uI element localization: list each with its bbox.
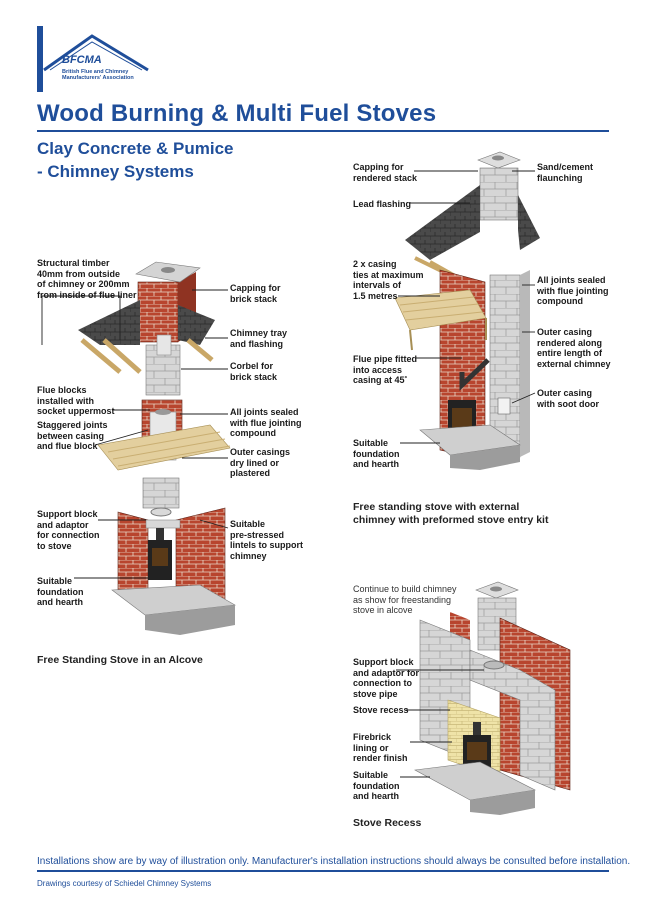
footer-credit: Drawings courtesy of Schiedel Chimney Sy… (37, 879, 212, 888)
label-flue-pipe: Flue pipe fitted into access casing at 4… (353, 354, 417, 385)
label-support-block-left: Support block and adaptor for connection… (37, 509, 100, 551)
label-stove-recess: Stove recess (353, 705, 409, 715)
label-firebrick: Firebrick lining or render finish (353, 732, 408, 763)
label-support-block-recess: Support block and adaptor for connection… (353, 657, 420, 699)
label-lintels: Suitable pre-stressed lintels to support… (230, 519, 303, 561)
title-rule (37, 130, 609, 132)
caption-external-chimney: Free standing stove with external chimne… (353, 501, 549, 526)
external-chimney-diagram (394, 151, 540, 470)
subtitle-line-2: - Chimney Systems (37, 162, 194, 181)
label-foundation-right-top: Suitable foundation and hearth (353, 438, 400, 469)
label-foundation-left: Suitable foundation and hearth (37, 576, 84, 607)
label-capping-brick-stack: Capping for brick stack (230, 283, 281, 304)
footer-note: Installations show are by way of illustr… (37, 856, 631, 867)
label-sand-cement: Sand/cement flaunching (537, 162, 594, 183)
subtitle-line-1: Clay Concrete & Pumice (37, 139, 234, 158)
logo-subline-1: British Flue and Chimney (62, 69, 129, 75)
label-staggered-joints: Staggered joints between casing and flue… (37, 420, 108, 451)
label-joints-sealed-right: All joints sealed with flue jointing com… (537, 275, 609, 306)
label-corbel: Corbel for brick stack (230, 361, 278, 382)
label-structural-timber: Structural timber 40mm from outside of c… (37, 258, 137, 300)
label-soot-door: Outer casing with soot door (537, 388, 599, 409)
label-foundation-recess: Suitable foundation and hearth (353, 770, 400, 801)
label-continue-chimney: Continue to build chimney as show for fr… (353, 584, 457, 615)
caption-alcove: Free Standing Stove in an Alcove (37, 654, 203, 666)
label-casing-ties: 2 x casing ties at maximum intervals of … (353, 259, 424, 301)
label-lead-flashing: Lead flashing (353, 199, 412, 209)
footer-rule (37, 870, 609, 872)
logo-subline-2: Manufacturers' Association (62, 75, 134, 81)
label-chimney-tray: Chimney tray and flashing (230, 328, 288, 349)
label-capping-rendered: Capping for rendered stack (353, 162, 418, 183)
caption-stove-recess: Stove Recess (353, 817, 422, 829)
logo-name: BFCMA (62, 54, 102, 66)
leader-lines (41, 170, 536, 778)
label-joints-sealed-left: All joints sealed with flue jointing com… (230, 407, 302, 438)
bfcma-logo: BFCMA British Flue and Chimney Manufactu… (30, 24, 160, 94)
alcove-diagram (78, 261, 236, 635)
label-outer-casings: Outer casings dry lined or plastered (230, 447, 291, 478)
logo-house-icon (37, 26, 149, 92)
page-title: Wood Burning & Multi Fuel Stoves (37, 100, 437, 127)
stove-recess-diagram (414, 581, 571, 815)
label-outer-casing-rendered: Outer casing rendered along entire lengt… (537, 327, 611, 369)
label-flue-blocks: Flue blocks installed with socket upperm… (37, 385, 115, 416)
